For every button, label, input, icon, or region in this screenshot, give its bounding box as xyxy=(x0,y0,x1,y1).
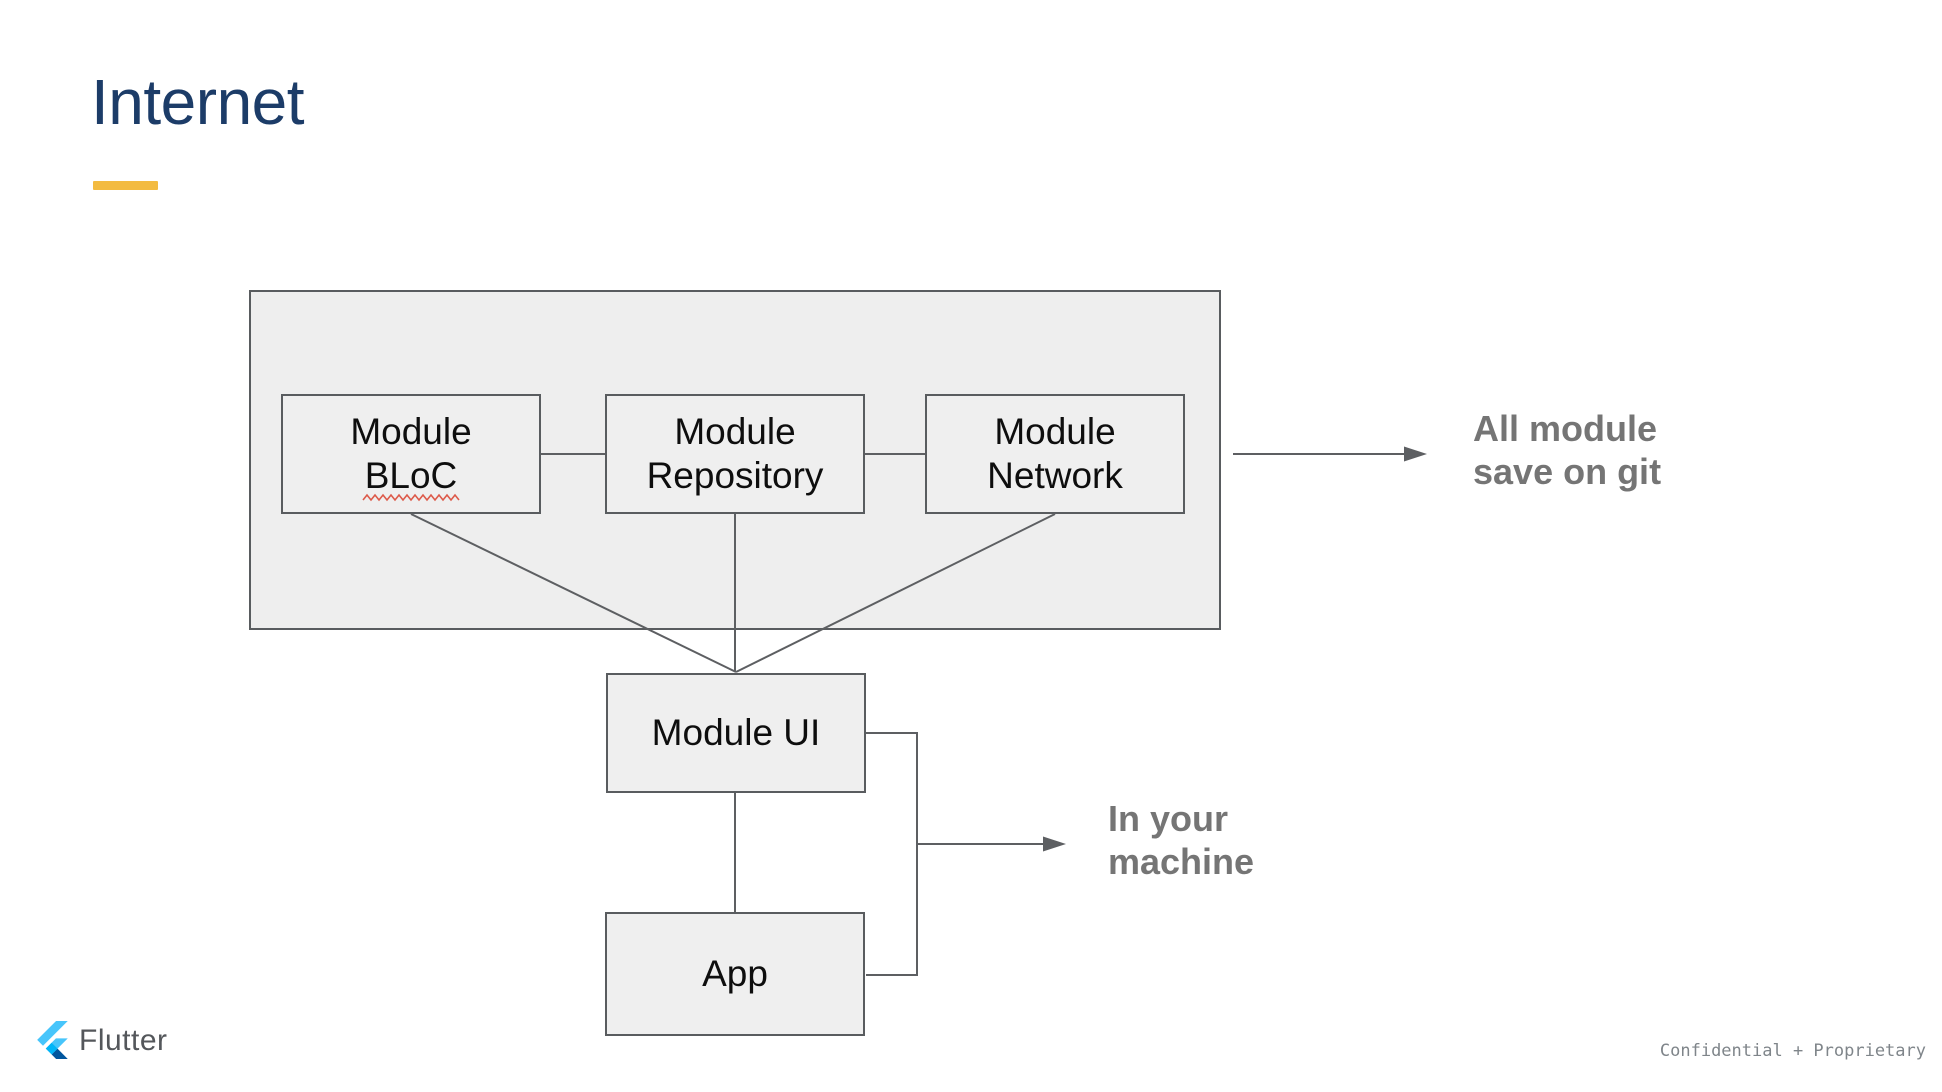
title-accent-bar xyxy=(93,181,158,190)
arrow-to-machine xyxy=(917,836,1066,852)
module-repository-box: Module Repository xyxy=(605,394,865,514)
flutter-wordmark: Flutter xyxy=(79,1024,168,1057)
page-title: Internet xyxy=(91,66,305,138)
module-bloc-box: Module BLoC xyxy=(281,394,541,514)
confidential-note: Confidential + Proprietary xyxy=(1659,1041,1926,1061)
module-network-box: Module Network xyxy=(925,394,1185,514)
bracket-module-ui-app xyxy=(866,732,918,976)
annotation-in-your-machine: In your machine xyxy=(1108,798,1255,883)
flutter-logo-icon xyxy=(37,1021,68,1059)
module-ui-box: Module UI xyxy=(606,673,866,793)
annotation-all-module-save-on-git: All module save on git xyxy=(1473,408,1662,493)
app-box: App xyxy=(605,912,865,1036)
arrow-to-git xyxy=(1233,446,1427,462)
footer-brand: Flutter xyxy=(37,1021,168,1059)
